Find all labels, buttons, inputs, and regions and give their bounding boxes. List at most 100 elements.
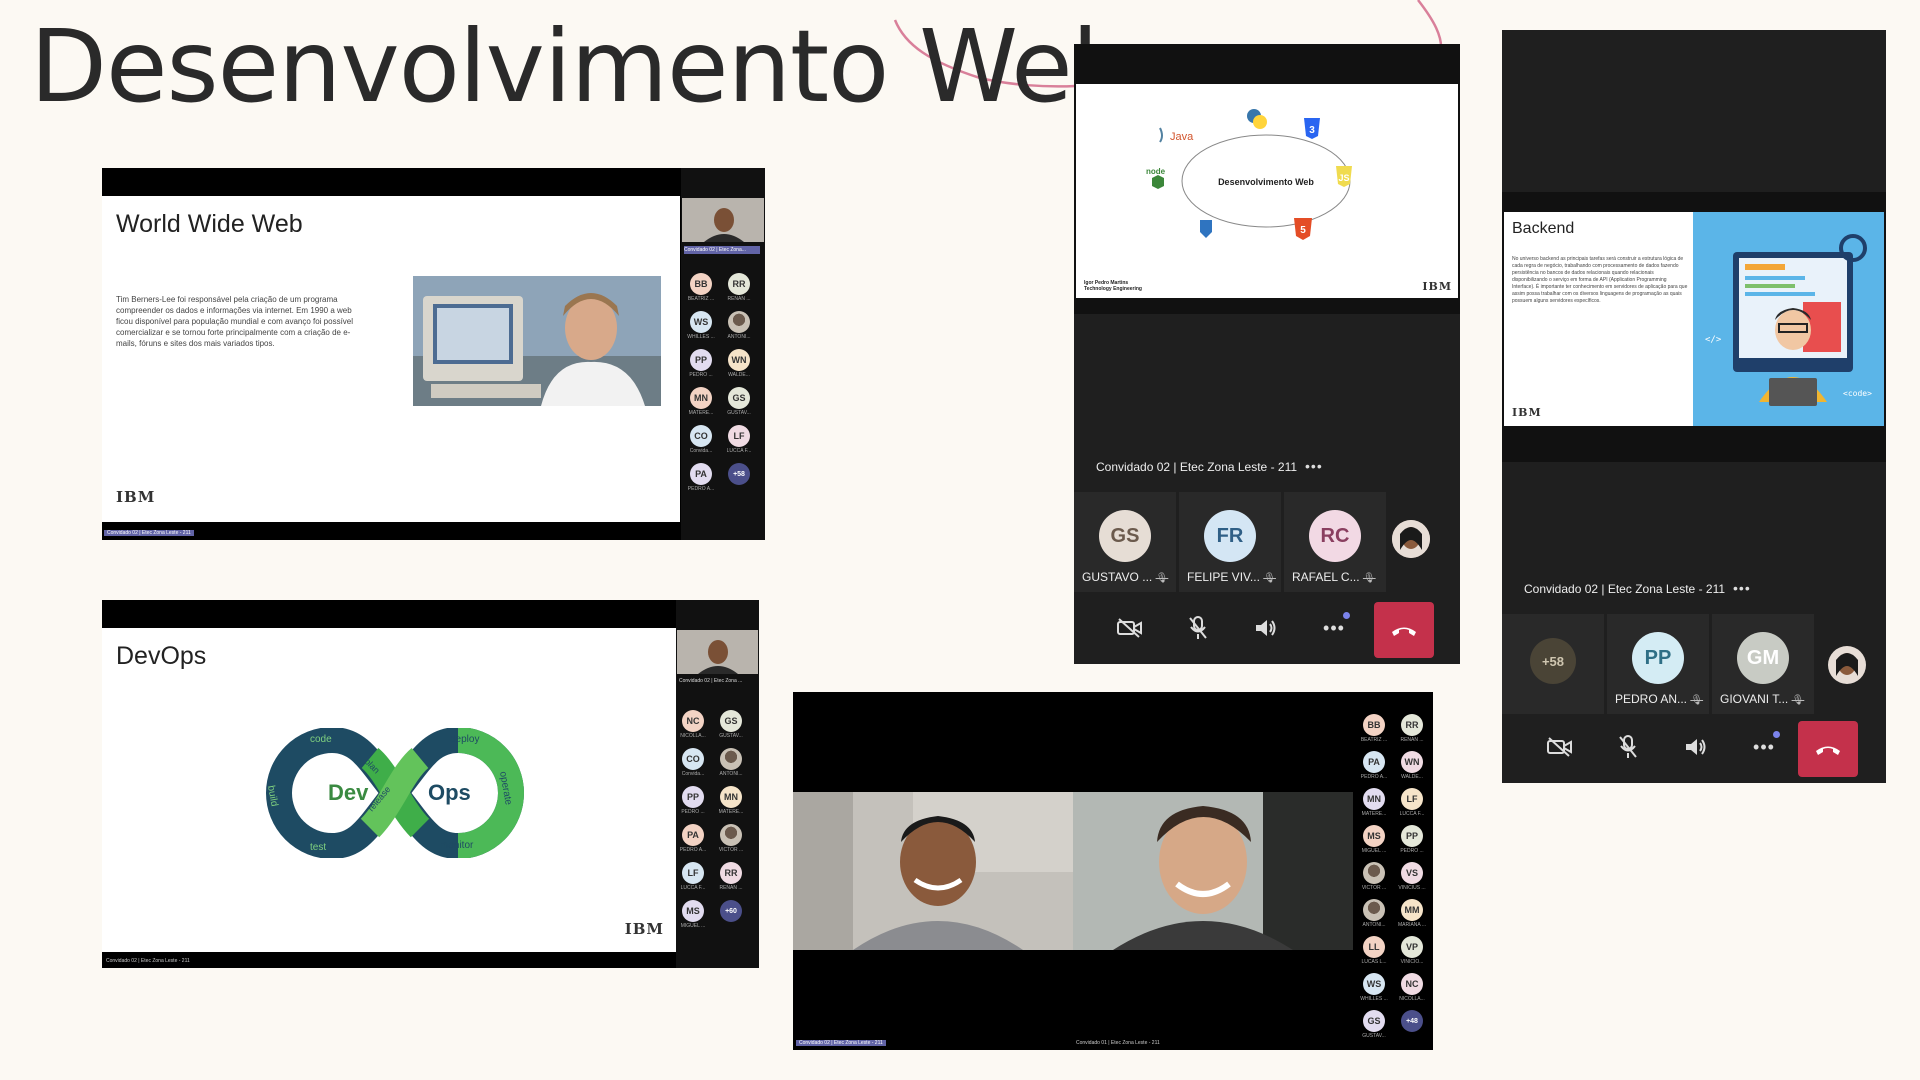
participant-avatar[interactable]: RR: [728, 273, 750, 295]
participant-avatar[interactable]: GS: [1363, 1010, 1385, 1032]
participant-avatar[interactable]: PA: [690, 463, 712, 485]
backend-developer-illustration: <code> </>: [1693, 212, 1884, 426]
participant-name: LUCCA F...: [726, 448, 752, 454]
devops-test-label: test: [310, 842, 326, 853]
participant-tile[interactable]: +58: [1502, 614, 1604, 714]
participant-avatar[interactable]: PA: [682, 824, 704, 846]
participant-photo[interactable]: [720, 824, 742, 846]
presenter-video: [682, 198, 764, 242]
devops-ops-label: Ops: [428, 780, 471, 805]
self-view-avatar[interactable]: [1828, 646, 1866, 684]
participant-avatar[interactable]: CO: [682, 748, 704, 770]
video-feed-guest-01: [1073, 792, 1353, 950]
participant-avatar[interactable]: PP: [1401, 825, 1423, 847]
participant-avatar[interactable]: WN: [728, 349, 750, 371]
slide-devops: DevOps Dev Ops code test build plan rele…: [102, 628, 676, 952]
hang-up-button[interactable]: [1798, 721, 1858, 777]
participant-name: RENAN ...: [1400, 737, 1424, 743]
video-feed-guest-02: [793, 792, 1073, 950]
participant-avatar[interactable]: PA: [1363, 751, 1385, 773]
ibm-logo: IBM: [1422, 280, 1452, 293]
participant-name: PEDRO A...: [1360, 774, 1388, 780]
participant-avatar[interactable]: BB: [1363, 714, 1385, 736]
participant-avatar[interactable]: PP: [682, 786, 704, 808]
participant-avatar[interactable]: NC: [682, 710, 704, 732]
participant-avatar[interactable]: VS: [1401, 862, 1423, 884]
participant-name: PEDRO ...: [681, 809, 705, 815]
participant-initials: FR: [1204, 510, 1256, 562]
speaker-icon: [1256, 620, 1276, 636]
self-view-avatar[interactable]: [1392, 520, 1430, 558]
mic-off-button[interactable]: [1176, 606, 1220, 650]
participant-avatar[interactable]: MN: [1363, 788, 1385, 810]
presenter-label: Convidado 02 | Etec Zona Leste - 211: [1524, 582, 1726, 596]
participant-photo[interactable]: [1363, 862, 1385, 884]
participant-avatar[interactable]: RR: [1401, 714, 1423, 736]
participant-avatar[interactable]: BB: [690, 273, 712, 295]
devops-infinity-diagram: Dev Ops code test build plan release dep…: [265, 728, 524, 858]
participant-name: Convida...: [681, 771, 705, 777]
participant-avatar[interactable]: MN: [720, 786, 742, 808]
participant-name: ANTONI...: [719, 771, 743, 777]
more-options-icon[interactable]: •••: [1305, 458, 1323, 474]
participant-name: PEDRO AN... 🎙: [1615, 692, 1704, 706]
participant-avatar[interactable]: VP: [1401, 936, 1423, 958]
participant-name: WALDE...: [728, 372, 750, 378]
participant-avatar[interactable]: +48: [1401, 1010, 1423, 1032]
participant-avatar[interactable]: RR: [720, 862, 742, 884]
participant-avatar[interactable]: LF: [1401, 788, 1423, 810]
participant-avatar[interactable]: LL: [1363, 936, 1385, 958]
participant-avatar[interactable]: WN: [1401, 751, 1423, 773]
participant-name: BEATRIZ ...: [1360, 737, 1388, 743]
participant-avatar[interactable]: +58: [728, 463, 750, 485]
camera-off-button[interactable]: [1538, 725, 1582, 769]
speaker-button[interactable]: [1674, 725, 1718, 769]
more-actions-button[interactable]: •••: [1742, 725, 1786, 769]
participant-avatar[interactable]: MN: [690, 387, 712, 409]
page-title: Desenvolvimento Web: [30, 8, 1135, 125]
participant-avatar[interactable]: MS: [682, 900, 704, 922]
participant-avatar[interactable]: NC: [1401, 973, 1423, 995]
participant-name: VINICIUS ...: [1398, 885, 1426, 891]
participant-avatar[interactable]: GS: [728, 387, 750, 409]
participant-avatar[interactable]: WS: [1363, 973, 1385, 995]
participant-avatar[interactable]: +60: [720, 900, 742, 922]
participant-name: MATERE...: [718, 809, 744, 815]
participant-avatar[interactable]: MM: [1401, 899, 1423, 921]
participant-photo[interactable]: [720, 748, 742, 770]
participant-photo[interactable]: [1363, 899, 1385, 921]
participant-avatar[interactable]: MS: [1363, 825, 1385, 847]
participant-name: NICOLLA...: [680, 733, 706, 739]
more-actions-button[interactable]: •••: [1312, 606, 1356, 650]
speaker-button[interactable]: [1244, 606, 1288, 650]
participant-avatar[interactable]: WS: [690, 311, 712, 333]
speaker-icon: [1686, 739, 1706, 755]
stream-caption: Convidado 02 | Etec Zona Leste - 211: [106, 958, 190, 964]
phone-hangup-icon: [1816, 746, 1840, 755]
participant-avatar[interactable]: PP: [690, 349, 712, 371]
svg-text:</>: </>: [1705, 335, 1722, 345]
more-options-icon[interactable]: •••: [1733, 580, 1751, 596]
participant-photo[interactable]: [728, 311, 750, 333]
participant-name: ANTONI...: [727, 334, 751, 340]
camera-off-button[interactable]: [1108, 606, 1152, 650]
participant-name: VICTOR ...: [1361, 885, 1387, 891]
mic-off-button[interactable]: [1606, 725, 1650, 769]
participant-avatar[interactable]: LF: [728, 425, 750, 447]
participant-avatar[interactable]: CO: [690, 425, 712, 447]
devops-deploy-label: deploy: [450, 734, 479, 745]
person-photo-icon: [1828, 646, 1866, 684]
participant-avatar[interactable]: GS: [720, 710, 742, 732]
hang-up-button[interactable]: [1374, 602, 1434, 658]
notification-dot: [1343, 612, 1350, 619]
screenshot-teams-meeting-1: Desenvolvimento Web Java 3 JS node 5 Igo…: [1074, 44, 1460, 664]
participant-avatar[interactable]: LF: [682, 862, 704, 884]
